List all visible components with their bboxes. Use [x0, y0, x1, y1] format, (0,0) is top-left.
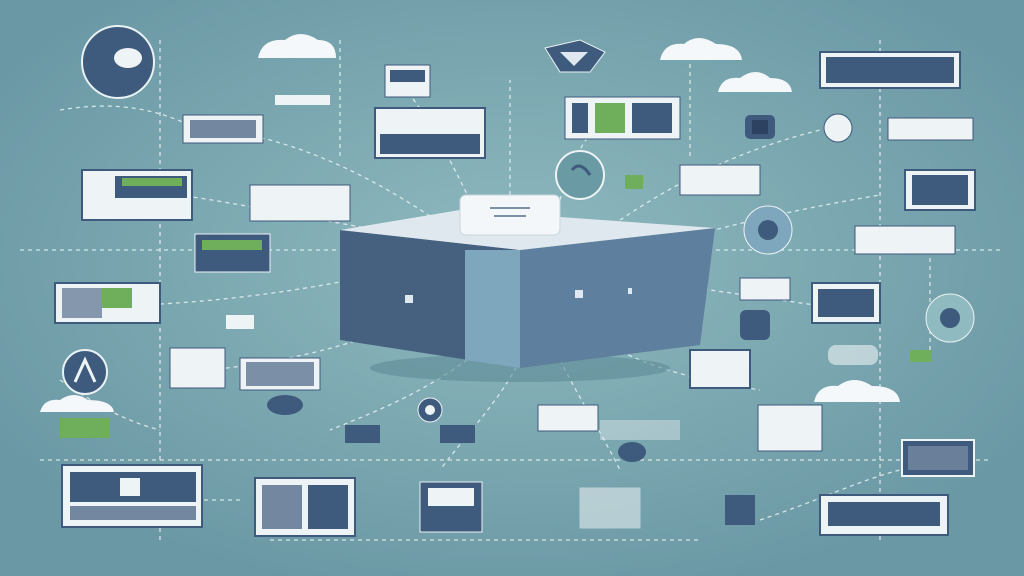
camera-icon — [226, 310, 878, 525]
lock-icon — [745, 115, 775, 139]
location-pin-icon — [81, 25, 155, 99]
shield-icon — [544, 39, 606, 73]
triangle-icon — [62, 349, 108, 395]
globe-icon — [555, 150, 975, 343]
central-server-box-icon — [340, 194, 715, 382]
document-icon — [54, 51, 976, 537]
cloud-icon — [40, 34, 900, 412]
